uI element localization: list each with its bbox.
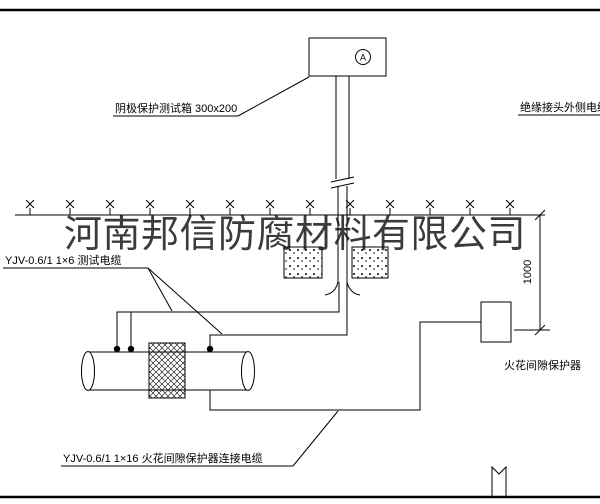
test-box-callout: 阴极保护测试箱 300x200: [113, 76, 310, 117]
outer-cable-callout: 绝缘接头外侧电缆: [518, 100, 600, 116]
pipe-end-right: [241, 351, 255, 391]
pipe-end-left: [81, 351, 95, 391]
connection-cable-label: YJV-0.6/1 1×16 火花间隙保护器连接电缆: [63, 451, 263, 465]
spark-gap-protector-box: [480, 301, 512, 343]
test-box-leader-line: [237, 76, 310, 117]
concrete-block-left: [283, 246, 323, 279]
pipeline: [81, 342, 255, 399]
test-cable-run: [116, 282, 348, 347]
protector-cable-run: [209, 321, 481, 411]
watermark-text: 河南邦信防腐材料有限公司: [64, 214, 526, 256]
dimension-text: 1000: [522, 260, 534, 284]
weld-dot: [206, 345, 214, 353]
test-cable-leader-1: [147, 267, 173, 312]
ammeter-letter: A: [360, 53, 366, 63]
test-cable-callout: YJV-0.6/1 1×6 测试电缆: [3, 254, 223, 335]
conduit-break-tick: [330, 176, 355, 183]
conduit-break-tick: [330, 182, 355, 189]
ground-line: [15, 199, 545, 216]
connection-cable-callout: YJV-0.6/1 1×16 火花间隙保护器连接电缆: [61, 410, 339, 467]
riser-conduit: [330, 76, 355, 282]
connection-cable-leader: [292, 410, 339, 467]
outer-cable-label: 绝缘接头外侧电缆: [520, 100, 600, 114]
concrete-block-right: [351, 246, 389, 279]
test-box-label: 阴极保护测试箱 300x200: [115, 101, 237, 115]
ammeter-icon: [355, 49, 371, 65]
weld-dot: [113, 345, 121, 353]
soil-marks: [25, 199, 515, 216]
insulating-joint: [148, 342, 186, 399]
test-cable-label: YJV-0.6/1 1×6 测试电缆: [5, 254, 121, 267]
pipe-break-symbol: [491, 465, 507, 497]
cathodic-test-box: A: [308, 37, 387, 77]
dimension-1000: 1000: [514, 209, 550, 336]
dimension-tick-top: [534, 209, 546, 221]
cable-hook-left: [324, 281, 339, 296]
test-cable-leader-2: [147, 267, 223, 335]
weld-dot: [127, 345, 135, 353]
cable-hook-right: [346, 281, 361, 296]
spark-protector-label: 火花间隙保护器: [504, 358, 581, 372]
